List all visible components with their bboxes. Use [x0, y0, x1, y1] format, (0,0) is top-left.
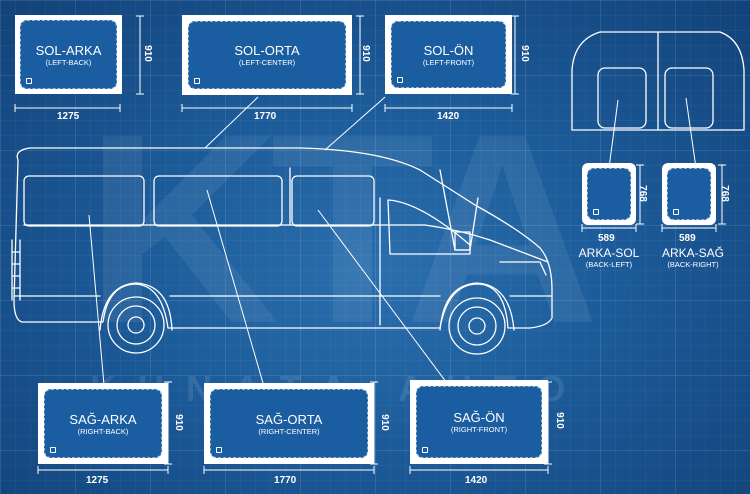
stamp-icon: [422, 447, 428, 453]
window-title: SAĞ-ÖN: [453, 410, 505, 425]
window-sol-arka: SOL-ARKA (LEFT-BACK): [15, 15, 122, 94]
dim-height-sol-on: 910: [518, 45, 530, 62]
stamp-icon: [216, 447, 222, 453]
window-subtitle: (LEFT-BACK): [45, 57, 92, 67]
dim-width-sag-orta: 1770: [274, 475, 297, 486]
label-arka-sag: ARKA-SAĞ (BACK-RIGHT): [655, 246, 731, 269]
dim-width-sol-on: 1420: [437, 111, 460, 122]
stamp-icon: [50, 447, 56, 453]
rear-wheel: [107, 296, 165, 354]
window-sag-orta: SAĞ-ORTA (RIGHT-CENTER): [204, 383, 374, 464]
dim-width-arka-sol: 589: [598, 233, 615, 244]
dim-height-sag-orta: 910: [378, 414, 390, 431]
dim-width-sol-arka: 1275: [57, 111, 80, 122]
van-back-outline: [571, 31, 745, 131]
window-title: SAĞ-ORTA: [255, 411, 323, 427]
window-subtitle: (LEFT-FRONT): [422, 57, 475, 67]
window-title: SOL-ORTA: [234, 43, 300, 58]
dim-height-sol-arka: 910: [141, 45, 153, 62]
window-title: SOL-ÖN: [423, 42, 474, 58]
window-arka-sag: [662, 163, 716, 225]
window-subtitle: (LEFT-CENTER): [238, 58, 296, 67]
stamp-icon: [673, 209, 679, 215]
window-subtitle: (RIGHT-BACK): [77, 426, 129, 436]
van-window-back: [23, 175, 145, 227]
dim-height-sag-arka: 910: [172, 414, 184, 431]
window-sol-orta: SOL-ORTA (LEFT-CENTER): [182, 15, 352, 95]
window-title: SAĞ-ARKA: [69, 411, 137, 427]
window-title: ARKA-SAĞ: [661, 246, 724, 260]
dim-width-sol-orta: 1770: [254, 111, 277, 122]
stamp-icon: [194, 78, 200, 84]
dim-width-sag-on: 1420: [465, 475, 488, 486]
dim-width-arka-sag: 589: [679, 233, 696, 244]
dim-height-sol-orta: 910: [359, 45, 371, 62]
dim-height-sag-on: 910: [553, 412, 565, 429]
van-window-front: [291, 175, 375, 227]
window-subtitle: (BACK-LEFT): [585, 260, 633, 269]
window-sag-on: SAĞ-ÖN (RIGHT-FRONT): [410, 380, 548, 464]
dim-width-sag-arka: 1275: [86, 475, 109, 486]
van-window-center: [153, 175, 283, 227]
dim-height-arka-sol: 768: [636, 185, 648, 202]
window-sol-on: SOL-ÖN (LEFT-FRONT): [385, 15, 512, 94]
window-arka-sol: [582, 163, 636, 225]
stamp-icon: [593, 209, 599, 215]
window-subtitle: (RIGHT-FRONT): [450, 425, 508, 434]
window-subtitle: (RIGHT-CENTER): [258, 426, 320, 436]
window-title: SOL-ARKA: [35, 42, 102, 58]
window-sag-arka: SAĞ-ARKA (RIGHT-BACK): [38, 383, 168, 464]
stamp-icon: [26, 78, 32, 84]
window-subtitle: (BACK-RIGHT): [667, 260, 719, 269]
window-title: ARKA-SOL: [578, 246, 640, 260]
stamp-icon: [397, 77, 403, 83]
label-arka-sol: ARKA-SOL (BACK-LEFT): [573, 246, 645, 269]
dim-height-arka-sag: 768: [718, 185, 730, 202]
front-wheel: [448, 297, 506, 355]
